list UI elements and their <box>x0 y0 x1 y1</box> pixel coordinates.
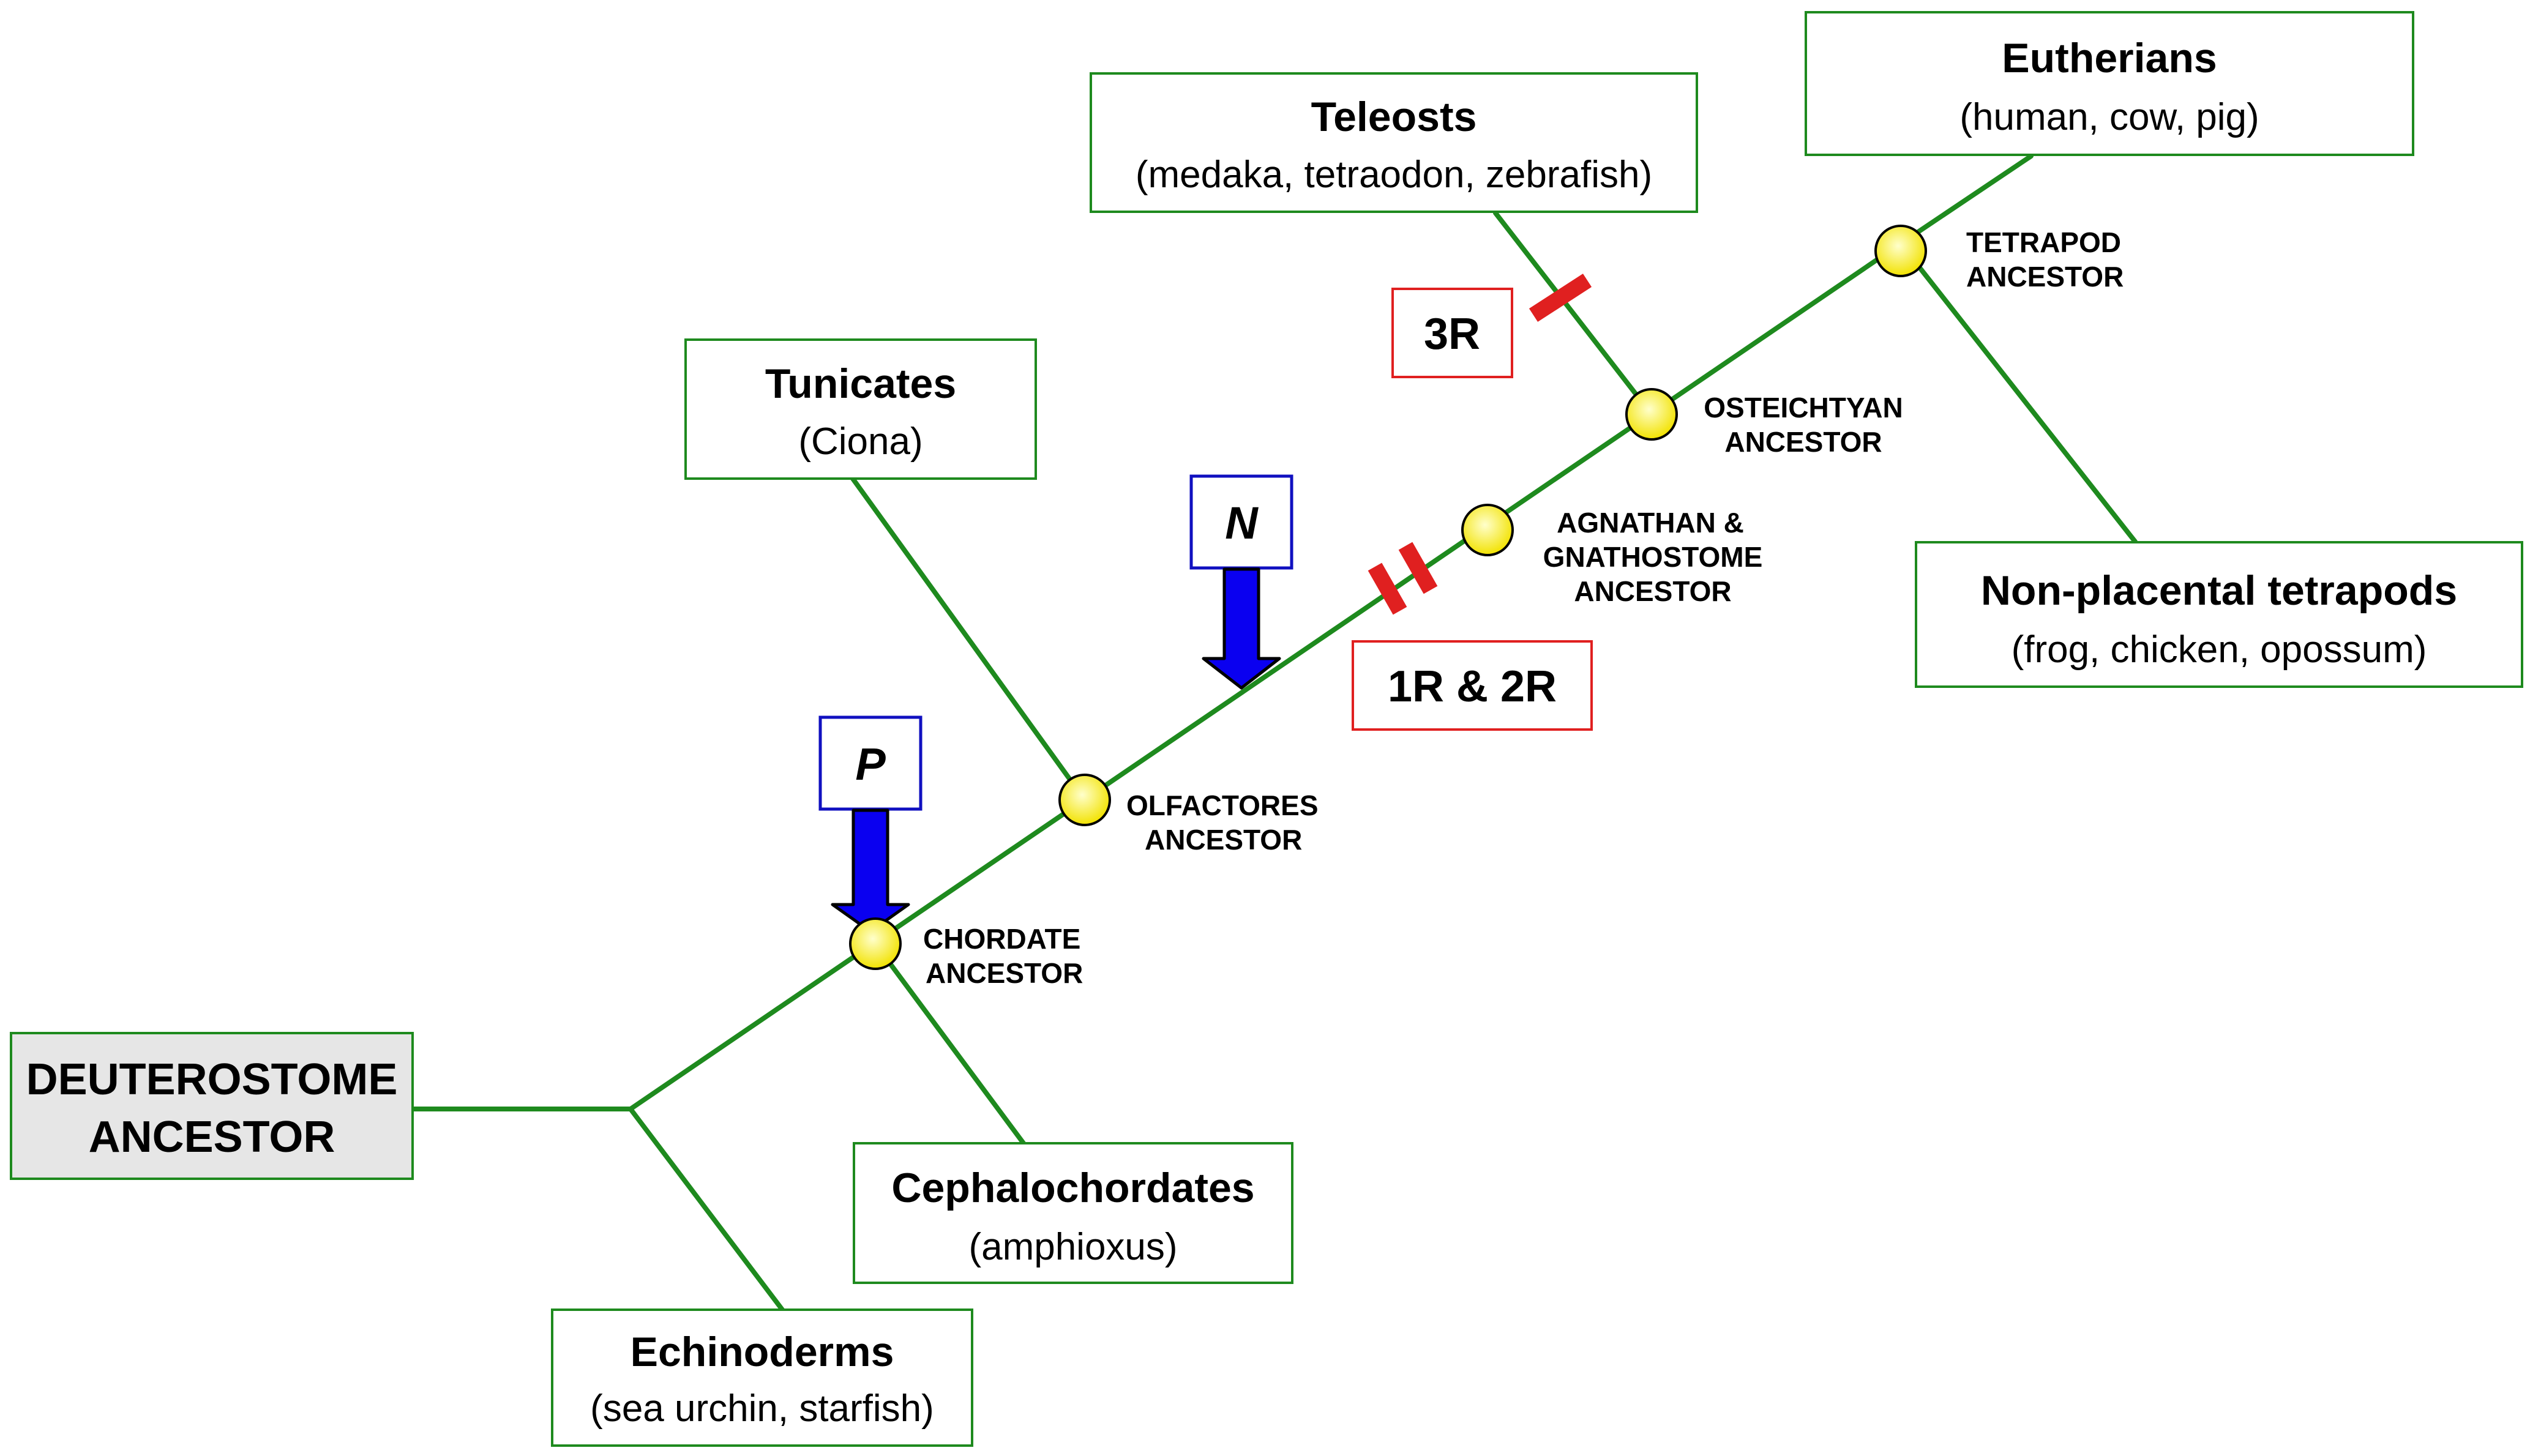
marker-n-arrow-icon <box>1202 567 1281 690</box>
taxon-sub-tunicates: (Ciona) <box>798 420 923 463</box>
branch-non-placental <box>1898 241 2138 544</box>
node-label-chordate-line2: ANCESTOR <box>926 957 1083 989</box>
taxon-box-tunicates: Tunicates (Ciona) <box>684 338 1037 480</box>
node-label-tetrapod: TETRAPOD ANCESTOR <box>1966 226 2124 293</box>
marker-p-box <box>818 715 923 811</box>
node-label-olfactores: OLFACTORES ANCESTOR <box>1126 790 1319 856</box>
taxon-sub-teleosts: (medaka, tetraodon, zebrafish) <box>1136 154 1652 196</box>
root-title-line1: DEUTEROSTOME <box>26 1055 398 1104</box>
duplication-mark-3r <box>1529 274 1592 322</box>
node-tetrapod <box>1874 225 1927 277</box>
tree-branches <box>411 154 2138 1312</box>
node-label-agnathan: AGNATHAN & GNATHOSTOME ANCESTOR <box>1543 507 1763 607</box>
taxon-sub-cephalochordates: (amphioxus) <box>968 1226 1177 1268</box>
taxon-sub-non-placental: (frog, chicken, opossum) <box>2012 629 2427 671</box>
node-chordate <box>849 917 902 970</box>
branch-echinoderms <box>628 1107 785 1312</box>
node-label-osteichthyan-line2: ANCESTOR <box>1724 426 1882 458</box>
marker-p-arrow-icon <box>831 808 910 933</box>
taxon-box-teleosts: Teleosts (medaka, tetraodon, zebrafish) <box>1090 72 1698 213</box>
taxon-title-eutherians: Eutherians <box>2002 35 2217 81</box>
node-label-chordate: CHORDATE ANCESTOR <box>923 923 1083 989</box>
taxon-title-teleosts: Teleosts <box>1311 94 1477 140</box>
marker-p-group: P <box>818 715 923 933</box>
taxon-box-non-placental: Non-placental tetrapods (frog, chicken, … <box>1915 541 2523 688</box>
event-label-1r-2r: 1R & 2R <box>1388 662 1557 711</box>
taxon-title-echinoderms: Echinoderms <box>631 1329 894 1375</box>
root-title-line2: ANCESTOR <box>89 1113 335 1162</box>
taxon-box-echinoderms: Echinoderms (sea urchin, starfish) <box>551 1309 973 1447</box>
node-label-agnathan-line3: ANCESTOR <box>1574 575 1731 607</box>
taxon-box-eutherians: Eutherians (human, cow, pig) <box>1805 11 2414 156</box>
taxon-title-tunicates: Tunicates <box>765 360 956 407</box>
branch-cephalochordates <box>873 941 1026 1146</box>
node-label-osteichthyan: OSTEICHTYAN ANCESTOR <box>1704 392 1903 458</box>
ancestor-nodes <box>849 225 1927 970</box>
branch-trunk-to-eutherians <box>1898 154 2034 246</box>
event-box-3r: 3R <box>1391 288 1513 378</box>
node-label-agnathan-line2: GNATHOSTOME <box>1543 541 1763 573</box>
event-box-1r-2r: 1R & 2R <box>1352 640 1593 731</box>
taxon-box-cephalochordates: Cephalochordates (amphioxus) <box>853 1142 1293 1284</box>
marker-n-label: N <box>1225 498 1259 548</box>
duplication-mark-2r <box>1398 542 1438 594</box>
taxon-title-non-placental: Non-placental tetrapods <box>1981 567 2457 614</box>
node-olfactores <box>1058 774 1111 826</box>
node-osteichthyan <box>1625 388 1678 441</box>
branch-teleosts <box>1493 211 1654 417</box>
node-label-osteichthyan-line1: OSTEICHTYAN <box>1704 392 1903 424</box>
taxon-title-cephalochordates: Cephalochordates <box>891 1165 1254 1211</box>
node-label-tetrapod-line1: TETRAPOD <box>1966 226 2121 258</box>
node-label-tetrapod-line2: ANCESTOR <box>1966 261 2124 293</box>
branch-main-trunk <box>628 241 1903 1111</box>
node-label-olfactores-line1: OLFACTORES <box>1126 790 1319 821</box>
node-label-olfactores-line2: ANCESTOR <box>1145 824 1302 856</box>
node-label-chordate-line1: CHORDATE <box>923 923 1080 955</box>
taxon-sub-eutherians: (human, cow, pig) <box>1959 96 2259 138</box>
root-box-deuterostome: DEUTEROSTOME ANCESTOR <box>10 1032 414 1180</box>
marker-p-label: P <box>855 739 886 790</box>
event-label-3r: 3R <box>1424 310 1480 359</box>
node-label-agnathan-line1: AGNATHAN & <box>1557 507 1744 539</box>
marker-n-group: N <box>1189 474 1293 690</box>
duplication-marks <box>1368 274 1592 615</box>
taxon-sub-echinoderms: (sea urchin, starfish) <box>590 1387 934 1430</box>
branch-tunicates <box>850 476 1087 802</box>
node-agnathan <box>1461 504 1514 556</box>
duplication-mark-1r <box>1368 562 1407 615</box>
